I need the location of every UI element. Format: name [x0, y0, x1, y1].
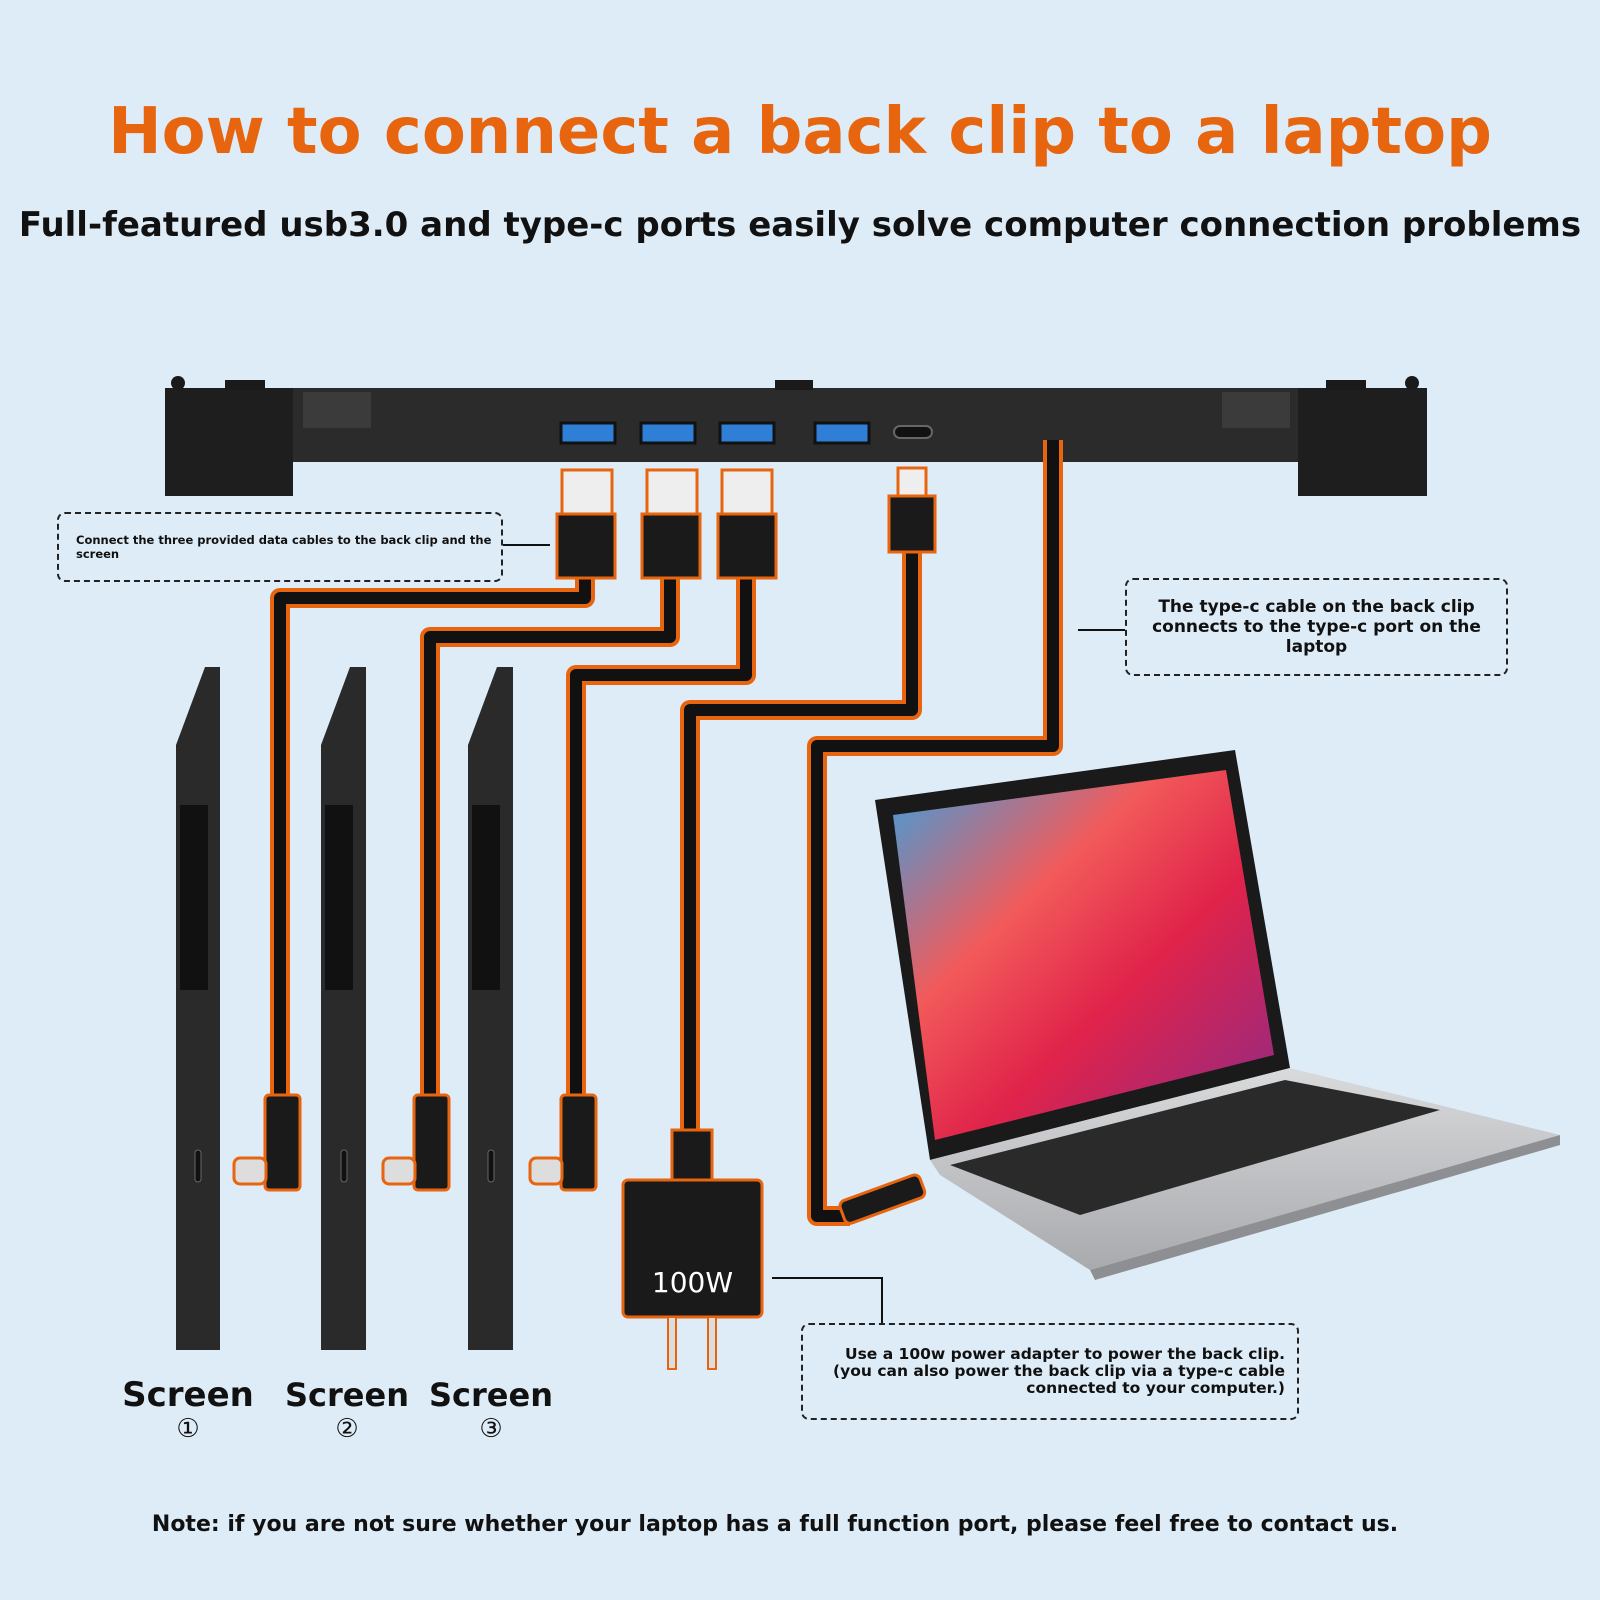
screen-number: ③: [479, 1414, 503, 1444]
callout-text: Use a 100w power adapter to power the ba…: [833, 1345, 1285, 1397]
screen-number: ②: [335, 1414, 359, 1444]
portable-screens: [176, 667, 513, 1350]
callout-text: The type-c cable on the back clip connec…: [1152, 597, 1481, 657]
typec-right-angle-connectors: [232, 1093, 598, 1192]
typec-port: [893, 425, 933, 439]
laptop: [838, 750, 1560, 1280]
cables: [270, 440, 1063, 1226]
screen-2-device: [321, 667, 366, 1350]
page-subtitle: Full-featured usb3.0 and type-c ports ea…: [18, 205, 1582, 245]
screen-label-text: Screen: [285, 1376, 409, 1414]
screen-3-device: [468, 667, 513, 1350]
adapter-wattage-label: 100W: [651, 1266, 734, 1299]
screen-label-text: Screen: [122, 1375, 254, 1415]
callout-typec-laptop: The type-c cable on the back clip connec…: [1125, 578, 1508, 676]
callout-text: Connect the three provided data cables t…: [76, 533, 492, 561]
screen-number: ①: [176, 1414, 200, 1444]
callout-data-cables: Connect the three provided data cables t…: [57, 512, 503, 582]
usb-a-plugs: [555, 466, 937, 580]
footer-note: Note: if you are not sure whether your l…: [151, 1512, 1399, 1537]
laptop-typec-connector: [838, 1173, 927, 1225]
page-title: How to connect a back clip to a laptop: [108, 95, 1492, 169]
back-clip-hub: [165, 376, 1427, 496]
callout-power-adapter: Use a 100w power adapter to power the ba…: [801, 1323, 1299, 1420]
screen-1-device: [176, 667, 220, 1350]
usb-ports: [559, 421, 871, 445]
power-adapter: [621, 1128, 764, 1370]
screen-label-text: Screen: [429, 1376, 553, 1414]
leader-lines: [503, 544, 1125, 1323]
